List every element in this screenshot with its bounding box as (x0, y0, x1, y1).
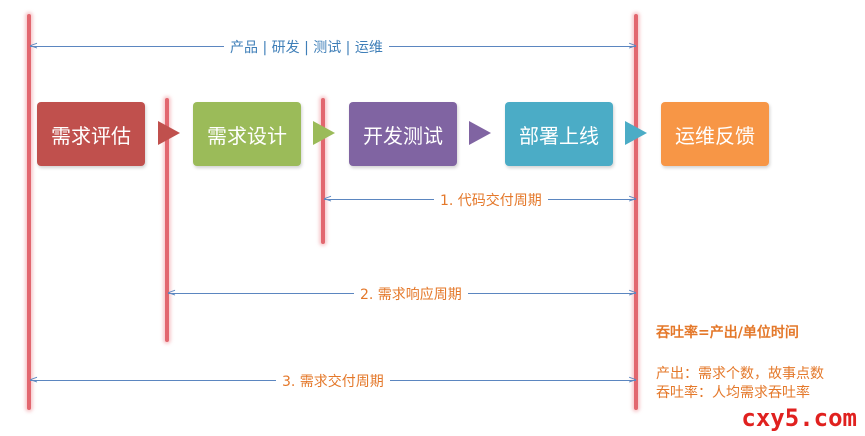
chevron-arrow-icon (313, 121, 335, 145)
stage-requirement-design: 需求设计 (193, 102, 301, 166)
cycle-3-arrow-left: < (29, 373, 39, 386)
throughput-formula-title: 吞吐率=产出/单位时间 (656, 325, 799, 341)
stage-dev-test: 开发测试 (349, 102, 457, 166)
milestone-line-end (634, 14, 638, 410)
chevron-arrow-icon (469, 121, 491, 145)
cycle-2-arrow-left: < (167, 286, 177, 299)
chevron-arrow-icon (158, 121, 180, 145)
stage-deploy-online: 部署上线 (505, 102, 613, 166)
stage-ops-feedback: 运维反馈 (661, 102, 769, 166)
throughput-rate-definition: 吞吐率：人均需求吞吐率 (656, 385, 810, 401)
top-span-arrow-left: < (29, 39, 39, 52)
cycle-1-label: 1. 代码交付周期 (434, 190, 548, 210)
milestone-line-dev (321, 98, 325, 244)
cycle-1-arrow-right: > (628, 192, 638, 205)
cycle-3-label: 3. 需求交付周期 (276, 371, 390, 391)
throughput-output-definition: 产出：需求个数，故事点数 (656, 366, 824, 382)
cycle-3-arrow-right: > (628, 373, 638, 386)
milestone-line-design (165, 98, 169, 342)
site-watermark: cxy5.com (741, 404, 857, 432)
top-span-label: 产品 | 研发 | 测试 | 运维 (224, 37, 389, 57)
cycle-2-label: 2. 需求响应周期 (354, 284, 468, 304)
chevron-arrow-icon (625, 121, 647, 145)
cycle-2-arrow-right: > (628, 286, 638, 299)
milestone-line-start (27, 14, 31, 410)
cycle-1-arrow-left: < (323, 192, 333, 205)
top-span-arrow-right: > (628, 39, 638, 52)
stage-requirement-evaluation: 需求评估 (37, 102, 145, 166)
